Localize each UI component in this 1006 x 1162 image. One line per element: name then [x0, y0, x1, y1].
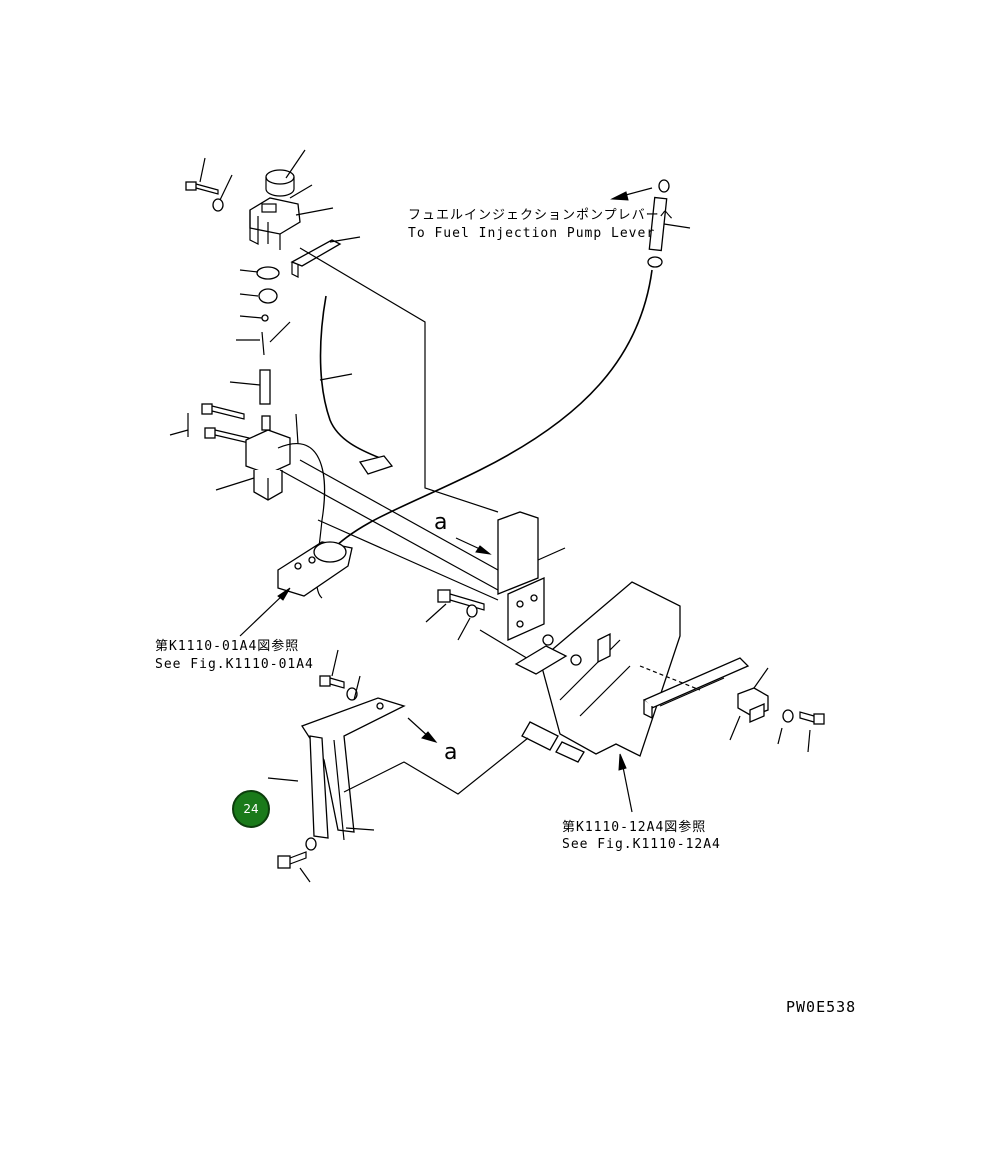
pin [261, 331, 265, 356]
rod-end [259, 369, 271, 405]
cable-connector [358, 455, 394, 475]
fuel-lever-label-jp: フュエルインジェクションポンプレバーへ [408, 208, 674, 223]
bolt-right [799, 711, 825, 753]
control-knob [265, 169, 295, 197]
fuel-lever-label-en: To Fuel Injection Pump Lever [408, 226, 656, 241]
fuel-direction-arrow [610, 187, 653, 201]
part-number-badge[interactable]: 24 [232, 790, 270, 828]
bolt-top-left [185, 181, 219, 195]
slotted-bracket [642, 657, 750, 720]
washer-lower [305, 837, 317, 851]
actuator-body [215, 413, 299, 501]
center-bracket [497, 511, 566, 642]
cable-rod-end [647, 179, 691, 268]
bolt-lower-upper [319, 649, 345, 689]
view-arrow-upper [475, 545, 492, 555]
ref-leader-12a4 [621, 761, 633, 813]
bolts-left [169, 403, 250, 444]
ref-12a4-label-en: See Fig.K1110-12A4 [562, 837, 721, 852]
pedal-plate [277, 541, 353, 597]
view-marker-lower: a [444, 740, 458, 765]
control-cable [319, 295, 381, 459]
drawing-code: PW0E538 [786, 998, 857, 1016]
throttle-cable [329, 269, 653, 553]
washer-center [466, 604, 478, 618]
bracket-plate [290, 239, 342, 278]
bolt-lower [277, 851, 311, 883]
ref-leader-01a4 [239, 593, 285, 637]
washer [256, 266, 280, 280]
ref-01a4-label-en: See Fig.K1110-01A4 [155, 657, 314, 672]
bolt-center [425, 589, 485, 623]
view-arrow-lower [421, 731, 438, 743]
lever-housing [249, 197, 301, 250]
washer-right [782, 709, 794, 723]
pedal-stay [301, 697, 406, 841]
view-marker-upper: a [434, 510, 448, 535]
projection-line-1 [299, 247, 499, 513]
ref-01a4-label-jp: 第K1110-01A4図参照 [155, 639, 300, 654]
nut [258, 288, 278, 304]
washer-top-left [212, 198, 224, 212]
connector-right [729, 667, 769, 741]
ref-12a4-label-jp: 第K1110-12A4図参照 [562, 820, 707, 835]
projection-line-2 [343, 737, 529, 795]
